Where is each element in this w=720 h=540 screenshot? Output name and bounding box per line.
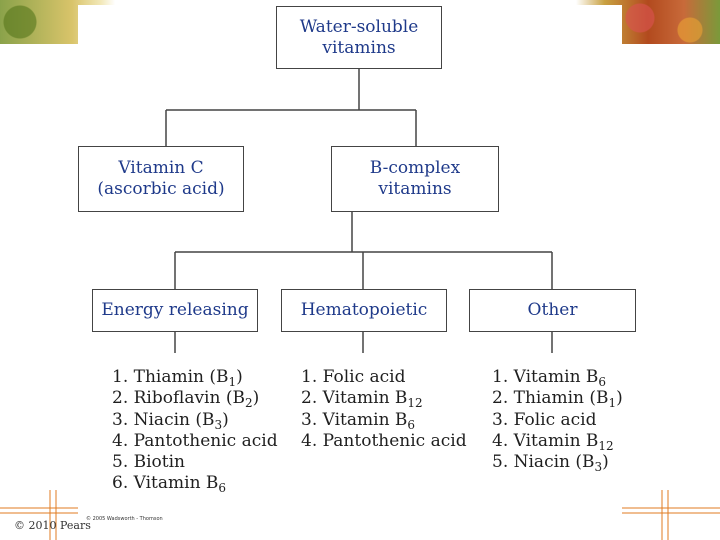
list-item: 5. Biotin (112, 452, 278, 473)
list-item: 3. Niacin (B3) (112, 410, 278, 431)
list-item: 4. Vitamin B12 (492, 431, 623, 452)
list-item-text: 4. Pantothenic acid (301, 430, 467, 451)
root-node-box: Water-soluble vitamins (276, 6, 442, 69)
list-item-subscript: 12 (598, 438, 614, 453)
list-item: 1. Vitamin B6 (492, 367, 623, 388)
list-item-text: 1. Thiamin (B (112, 367, 229, 387)
list-item-subscript: 3 (594, 460, 603, 475)
hematopoietic-box: Hematopoietic (281, 289, 447, 332)
list-item-subscript: 2 (244, 396, 253, 411)
list-item-tail: ) (236, 367, 243, 387)
list-item: 2. Vitamin B12 (301, 388, 467, 409)
list-item-text: 2. Thiamin (B (492, 388, 609, 409)
b-complex-line2: vitamins (378, 179, 452, 199)
list-item-text: 4. Vitamin B (492, 430, 599, 451)
list-item-tail: ) (602, 452, 609, 473)
other-box: Other (469, 289, 636, 332)
list-item-text: 5. Biotin (112, 452, 186, 473)
publisher-credit: © 2005 Wadsworth - Thomson (86, 516, 163, 522)
b-complex-box: B-complex vitamins (331, 146, 499, 212)
list-item-tail: ) (252, 388, 260, 409)
list-item: 6. Vitamin B6 (112, 473, 278, 494)
list-item-text: 1. Folic acid (301, 367, 406, 387)
hematopoietic-label: Hematopoietic (300, 300, 428, 320)
b-complex-line1: B-complex (369, 158, 461, 178)
vitamin-c-line2: (ascorbic acid) (97, 179, 225, 199)
list-item-tail: ) (222, 409, 229, 430)
list-item-subscript: 6 (407, 417, 416, 432)
list-item: 2. Riboflavin (B2) (112, 388, 278, 409)
other-label: Other (527, 300, 578, 320)
list-item-tail: ) (616, 388, 623, 409)
copyright-text: © 2010 Pears (14, 519, 91, 532)
list-item: 3. Folic acid (492, 410, 623, 431)
list-item-subscript: 3 (214, 417, 223, 432)
list-item-text: 2. Vitamin B (301, 388, 408, 409)
list-item-text: 4. Pantothenic acid (112, 430, 278, 451)
list-item-subscript: 12 (407, 396, 423, 411)
list-item-text: 5. Niacin (B (492, 452, 595, 473)
list-item: 4. Pantothenic acid (301, 431, 467, 452)
list-item-text: 3. Niacin (B (112, 409, 215, 430)
list-item-subscript: 1 (608, 396, 617, 411)
list-item-subscript: 6 (598, 375, 607, 389)
list-item: 1. Folic acid (301, 367, 467, 388)
energy-releasing-label: Energy releasing (101, 300, 249, 320)
list-item-text: 3. Folic acid (492, 409, 597, 430)
list-item: 4. Pantothenic acid (112, 431, 278, 452)
list-item: 2. Thiamin (B1) (492, 388, 623, 409)
vitamin-c-line1: Vitamin C (118, 158, 204, 178)
energy-releasing-list: 1. Thiamin (B1)2. Riboflavin (B2)3. Niac… (112, 367, 278, 495)
diagram-panel (78, 5, 622, 530)
list-item-text: 2. Riboflavin (B (112, 388, 245, 409)
root-node-line1: Water-soluble (299, 16, 419, 37)
list-item-text: 3. Vitamin B (301, 409, 408, 430)
list-item-subscript: 6 (218, 481, 227, 496)
list-item: 1. Thiamin (B1) (112, 367, 278, 388)
energy-releasing-box: Energy releasing (92, 289, 258, 332)
root-node-line2: vitamins (322, 37, 396, 58)
vitamin-c-box: Vitamin C (ascorbic acid) (78, 146, 244, 212)
list-item-text: 1. Vitamin B (492, 367, 599, 387)
list-item-subscript: 1 (228, 375, 237, 389)
list-item: 3. Vitamin B6 (301, 410, 467, 431)
list-item: 5. Niacin (B3) (492, 452, 623, 473)
list-item-text: 6. Vitamin B (112, 473, 219, 494)
